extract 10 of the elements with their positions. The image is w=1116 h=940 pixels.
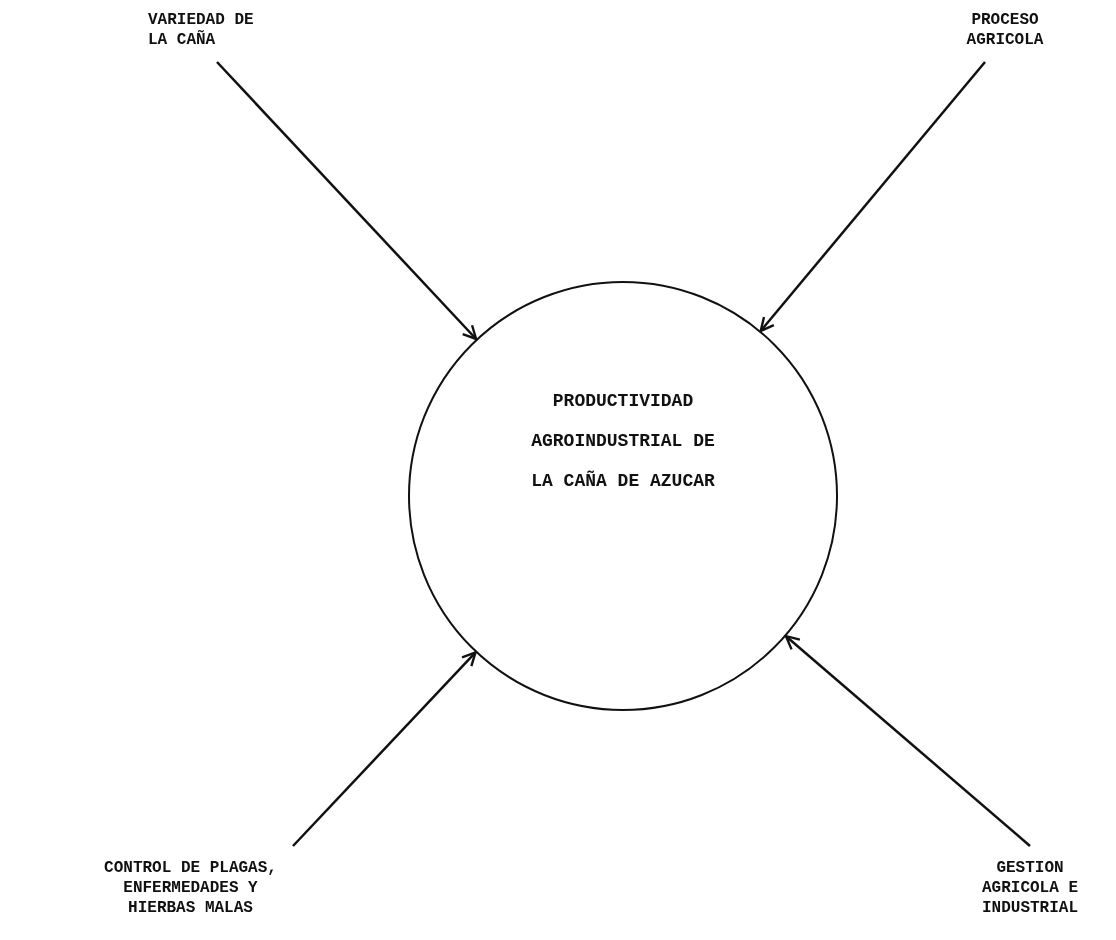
- arrow: [292, 651, 477, 847]
- factor-label: PROCESO AGRICOLA: [965, 10, 1045, 50]
- process-circle: [408, 281, 838, 711]
- circle-text: PRODUCTIVIDAD AGROINDUSTRIAL DE LA CAÑA DE AZUCAR: [530, 390, 716, 493]
- factor-label: VARIEDAD DE LA CAÑA: [148, 10, 255, 50]
- factor-label: CONTROL DE PLAGAS, ENFERMEDADES Y HIERBAS MALAS: [103, 858, 278, 918]
- arrow: [784, 635, 1031, 847]
- factor-label: GESTION AGRICOLA E INDUSTRIAL: [981, 858, 1079, 918]
- arrow: [759, 61, 986, 333]
- arrow: [216, 61, 478, 341]
